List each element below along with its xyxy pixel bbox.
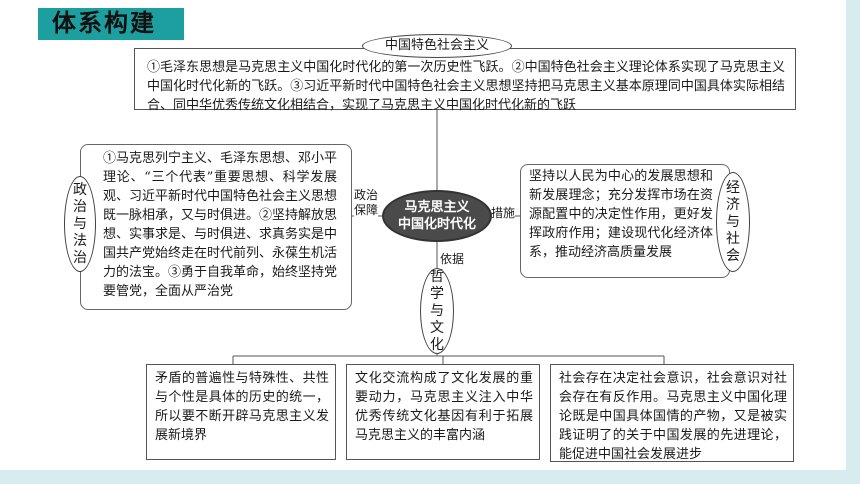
center-node-line2: 中国化时代化: [397, 217, 476, 232]
edge-label-left: 政治 保障: [354, 188, 379, 218]
left-label-char: 法: [73, 232, 87, 249]
right-label-char: 经: [726, 179, 740, 196]
right-label-char: 社: [726, 230, 740, 247]
edge-label-bottom: 依据: [440, 252, 465, 267]
left-label-char: 治: [73, 249, 87, 266]
title-bar: [38, 8, 184, 40]
right-label-char: 会: [726, 247, 740, 264]
bottom-label-char: 文: [430, 319, 444, 336]
page-title: 体系构建: [52, 9, 156, 37]
left-label-char: 治: [73, 198, 87, 215]
bottom-label-char: 化: [430, 336, 444, 353]
top-content-box: ①毛泽东思想是马克思主义中国化时代化的第一次历史性飞跃。②中国特色社会主义理论体…: [134, 48, 796, 113]
center-node: 马克思主义 中国化时代化: [382, 190, 492, 242]
right-decor-bar: [846, 0, 860, 484]
bottom-box-society: 社会存在决定社会意识，社会意识对社会存在有反作用。马克思主义中国化理论既是中国具…: [550, 364, 794, 462]
edge-label-left-line2: 保障: [354, 203, 379, 217]
right-content-box: 坚持以人民为中心的发展思想和新发展理念；充分发挥市场在资源配置中的决定性作用，更…: [520, 164, 730, 278]
bottom-label-char: 与: [430, 302, 444, 319]
left-content-box: ①马克思列宁主义、毛泽东思想、邓小平理论、“三个代表”重要思想、科学发展观、习近…: [80, 144, 352, 310]
bottom-box-philosophy: 矛盾的普遍性与特殊性、共性与个性是具体的历史的统一，所以要不断开辟马克思主义发展…: [146, 364, 336, 460]
bottom-label-char: 学: [430, 285, 444, 302]
left-label-char: 政: [73, 181, 87, 198]
bottom-decor-bar: [0, 470, 860, 484]
edge-label-left-line1: 政治: [354, 188, 379, 202]
bottom-branch-label: 哲 学 与 文 化: [420, 268, 454, 354]
bottom-box-culture: 文化交流构成了文化发展的重要动力，马克思主义注入中华优秀传统文化基因有利于拓展马…: [346, 364, 540, 460]
right-label-char: 济: [726, 196, 740, 213]
top-branch-label: 中国特色社会主义: [362, 34, 512, 58]
left-label-char: 与: [73, 215, 87, 232]
bottom-label-char: 哲: [430, 268, 444, 285]
center-node-line1: 马克思主义: [404, 200, 470, 215]
right-branch-label: 经 济 与 社 会: [716, 172, 750, 272]
edge-label-right: 措施: [491, 206, 516, 221]
left-branch-label: 政 治 与 法 治: [64, 176, 96, 272]
right-label-char: 与: [726, 213, 740, 230]
